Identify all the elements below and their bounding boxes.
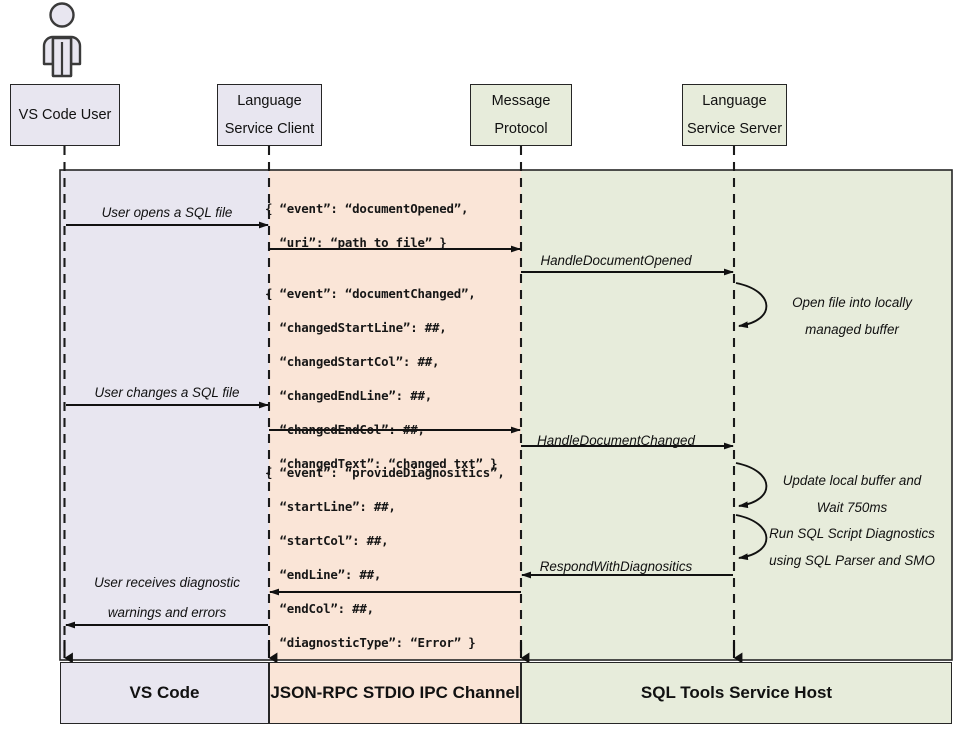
participant-label-line1: Language	[237, 92, 302, 109]
label-update-wait-line2: Wait 750ms	[816, 500, 888, 515]
participant-label-line2: Service Client	[224, 121, 315, 137]
actor-icon	[42, 2, 82, 78]
label-run-diagnostics-line2: using SQL Parser and SMO	[769, 553, 935, 568]
participant-message-protocol[interactable]: Message Protocol	[470, 84, 572, 146]
footer-label: VS Code	[129, 683, 200, 702]
label-respond-with-diagnositics: RespondWithDiagnositics	[539, 559, 693, 574]
footer-label: SQL Tools Service Host	[640, 683, 833, 702]
self-loop-update-wait	[735, 462, 768, 509]
participant-language-service-server[interactable]: Language Service Server	[682, 84, 787, 146]
payload-provide-diagnositics: { “event”: “provideDiagnositics”, “start…	[265, 465, 505, 650]
band-ipc	[269, 170, 521, 660]
label-update-wait-line1: Update local buffer and	[782, 473, 922, 488]
payload-document-changed: { “event”: “documentChanged”, “changedSt…	[265, 286, 498, 471]
label-run-diagnostics-line1: Run SQL Script Diagnostics	[769, 526, 935, 541]
participant-label-line2: Protocol	[494, 121, 548, 137]
footer-vs-code: VS Code	[60, 662, 269, 724]
band-outline	[59, 169, 953, 661]
self-loop-open-file	[735, 282, 768, 329]
footer-label: JSON-RPC STDIO IPC Channel	[270, 683, 520, 702]
payload-document-opened: { “event”: “documentOpened”, “uri”: “pat…	[265, 201, 469, 250]
label-user-opens: User opens a SQL file	[101, 205, 233, 220]
label-open-file-line1: Open file into locally	[792, 295, 912, 310]
label-user-receives-line1: User receives diagnostic	[94, 575, 240, 590]
participant-language-service-client[interactable]: Language Service Client	[217, 84, 322, 146]
footer-sql-tools-service-host: SQL Tools Service Host	[521, 662, 952, 724]
participant-label-line1: VS Code User	[18, 106, 112, 123]
self-loop-run-diagnostics	[735, 514, 768, 561]
label-open-file-line2: managed buffer	[805, 322, 899, 337]
label-user-receives-line2: warnings and errors	[107, 605, 227, 620]
band-vs-code	[60, 170, 269, 660]
label-user-changes: User changes a SQL file	[94, 385, 240, 400]
participant-label-line2: Service Server	[686, 121, 783, 137]
label-handle-document-opened: HandleDocumentOpened	[540, 253, 692, 268]
participant-label-line1: Language	[702, 92, 767, 109]
participant-label-line1: Message	[491, 92, 551, 109]
label-handle-document-changed: HandleDocumentChanged	[537, 433, 695, 448]
participant-vs-code-user[interactable]: VS Code User	[10, 84, 120, 146]
footer-ipc-channel: JSON-RPC STDIO IPC Channel	[269, 662, 521, 724]
band-host	[521, 170, 952, 660]
